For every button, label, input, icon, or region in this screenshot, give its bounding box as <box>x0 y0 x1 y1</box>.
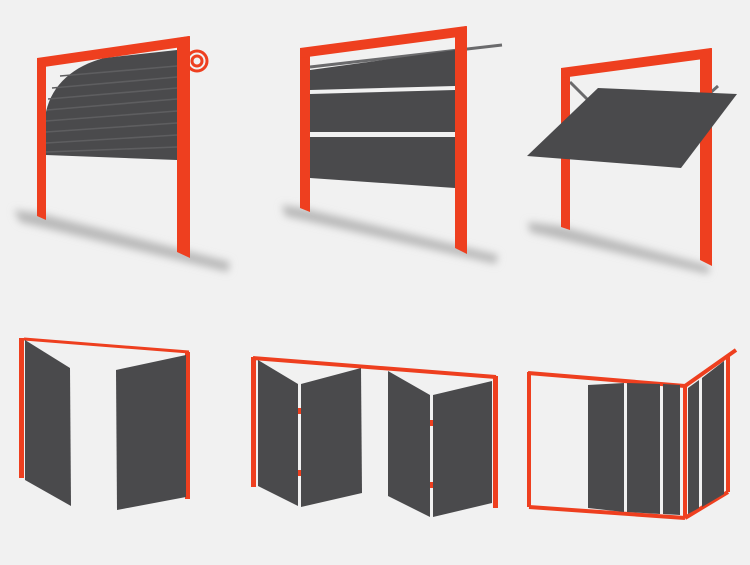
up-and-over-door-diagram <box>527 48 737 274</box>
roller-door-slats <box>45 65 178 153</box>
up-and-over-door-floor-shadow <box>528 222 710 274</box>
side-hinged-door-leaf-left <box>25 340 71 506</box>
roller-door-diagram <box>14 36 230 272</box>
bi-fold-door-diagram <box>251 356 498 517</box>
up-and-over-door-panel <box>527 88 737 168</box>
bi-fold-door-top-beam <box>252 356 497 379</box>
side-sliding-door-diagram <box>527 348 738 520</box>
bi-fold-door-hinges <box>298 408 433 488</box>
sectional-door-panel-bottom <box>310 137 455 188</box>
sectional-door-diagram <box>282 26 503 264</box>
bi-fold-door-leaf-3 <box>388 371 430 517</box>
side-hinged-door-post-right <box>185 352 190 499</box>
side-sliding-door-panel-3 <box>663 384 680 515</box>
sectional-door-panel-top <box>310 50 455 90</box>
side-sliding-door-panel-4 <box>688 380 699 514</box>
side-sliding-door-panel-5 <box>702 361 724 507</box>
sectional-door-track <box>309 43 503 69</box>
side-hinged-door-post-left <box>19 338 24 478</box>
side-sliding-door-panel-1 <box>588 383 624 512</box>
side-sliding-door-panel-2 <box>627 383 660 514</box>
side-sliding-door-frame <box>527 348 738 520</box>
roller-door-floor-shadow <box>14 210 230 272</box>
side-hinged-door-leaf-right <box>116 355 186 510</box>
side-hinged-door-top-beam <box>23 337 190 354</box>
bi-fold-door-leaf-1 <box>258 360 298 506</box>
sectional-door-panel-middle <box>310 90 455 132</box>
bi-fold-door-leaf-4 <box>433 381 492 517</box>
roller-door-frame <box>37 36 190 258</box>
sectional-door-frame <box>300 26 467 254</box>
bi-fold-door-post-right <box>493 376 498 508</box>
bi-fold-door-leaf-2 <box>301 368 362 507</box>
sectional-door-floor-shadow <box>282 205 498 264</box>
bi-fold-door-post-left <box>251 357 256 487</box>
side-hinged-door-diagram <box>19 337 190 510</box>
